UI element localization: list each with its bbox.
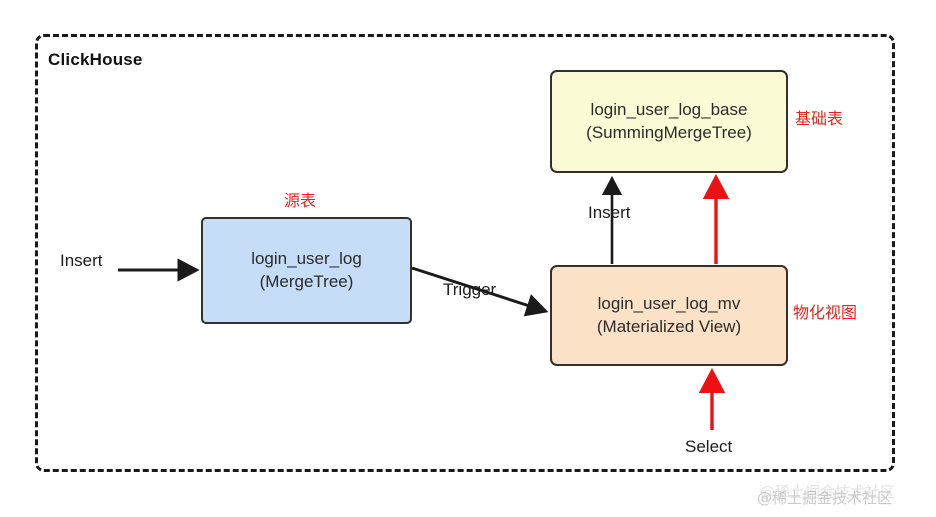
- node-source-table[interactable]: login_user_log (MergeTree): [201, 217, 412, 324]
- node-base-table-engine: (SummingMergeTree): [586, 122, 752, 142]
- node-materialized-view-name: login_user_log_mv: [597, 293, 741, 313]
- edge-label-mv-insert-base: Insert: [588, 203, 631, 222]
- annotation-materialized-view: 物化视图: [793, 303, 858, 322]
- node-source-table-engine: (MergeTree): [259, 271, 354, 291]
- edge-label-insert-into-source: Insert: [60, 251, 103, 270]
- node-base-table[interactable]: login_user_log_base (SummingMergeTree): [550, 70, 788, 173]
- edge-label-select-from-mv: Select: [685, 437, 733, 456]
- annotation-source-table: 源表: [284, 191, 317, 210]
- clickhouse-title: ClickHouse: [48, 50, 143, 69]
- node-materialized-view[interactable]: login_user_log_mv (Materialized View): [550, 265, 788, 366]
- watermark: @稀土掘金技术社区: [757, 489, 893, 507]
- node-source-table-name: login_user_log: [251, 248, 362, 268]
- edge-label-source-triggers-mv: Trigger: [443, 280, 497, 299]
- node-materialized-view-engine: (Materialized View): [596, 316, 742, 336]
- node-base-table-name: login_user_log_base: [590, 99, 748, 119]
- watermark-shadow: @稀土掘金技术社区: [760, 483, 896, 501]
- clickhouse-boundary: [35, 34, 895, 472]
- annotation-base-table: 基础表: [795, 109, 844, 128]
